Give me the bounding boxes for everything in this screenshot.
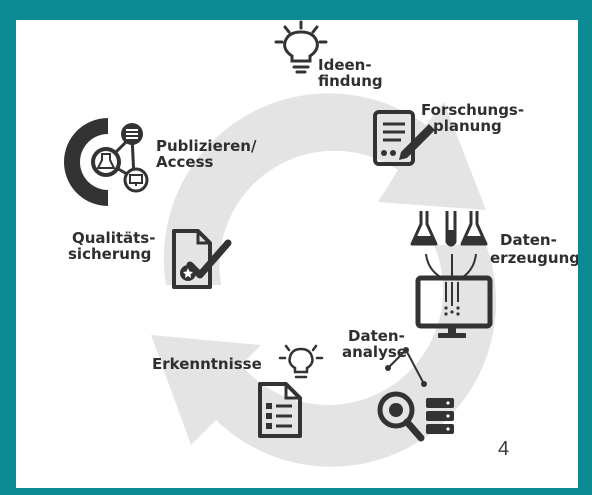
label-ideenfindung-line2: findung <box>318 72 383 90</box>
label-datenerzeugung: Daten- <box>500 232 557 248</box>
label-datenanalyse: Daten- analyse <box>342 328 407 360</box>
label-datenanalyse-line1: Daten- <box>348 327 405 345</box>
label-datenanalyse-line2: analyse <box>342 343 407 361</box>
label-ideenfindung: Ideen- findung <box>318 57 383 89</box>
label-publizieren: Publizieren/ Access <box>156 138 256 170</box>
slide-number: 4 <box>498 438 510 460</box>
lightbulb-small-icon <box>278 344 324 379</box>
label-qualitaetssicherung: Qualitäts- sicherung <box>68 230 155 262</box>
label-forschungsplanung-line1: Forschungs- <box>421 101 525 119</box>
lightbulb-icon <box>274 20 328 74</box>
data-analysis-magnifier-icon <box>377 347 454 442</box>
label-publizieren-line1: Publizieren/ <box>156 137 257 155</box>
label-datenerzeugung-line1: Daten- <box>500 231 557 249</box>
publish-network-icon <box>63 118 149 206</box>
label-datenerzeugung-2: erzeugung <box>490 250 578 266</box>
document-pencil-icon <box>373 110 435 166</box>
label-forschungsplanung: Forschungs- planung <box>421 102 524 134</box>
label-qualitaetssicherung-line1: Qualitäts- <box>72 229 156 247</box>
computer-monitor-icon <box>415 253 493 338</box>
label-ideenfindung-line1: Ideen- <box>318 56 372 74</box>
quality-certificate-icon <box>172 229 232 289</box>
label-datenerzeugung-line2: erzeugung <box>490 249 578 267</box>
label-publizieren-line2: Access <box>156 153 214 171</box>
checklist-icon <box>258 382 302 438</box>
slide-panel: Ideen- findung Forschungs- planung Date <box>16 20 578 488</box>
label-forschungsplanung-line2: planung <box>433 117 502 135</box>
label-qualitaetssicherung-line2: sicherung <box>68 245 152 263</box>
lab-flasks-icon <box>410 211 488 247</box>
label-erkenntnisse: Erkenntnisse <box>152 355 262 373</box>
